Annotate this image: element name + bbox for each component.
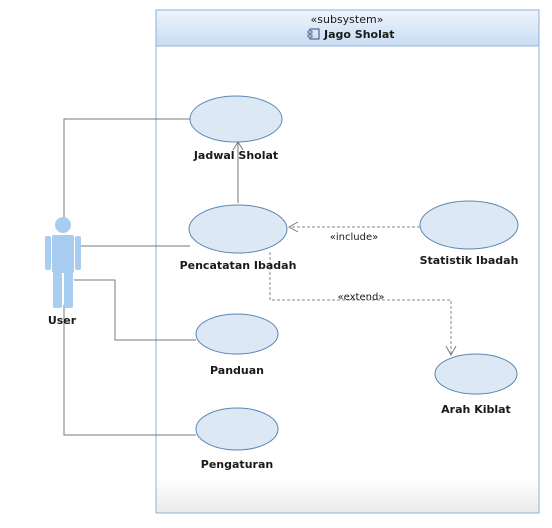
use-case-label: Pengaturan xyxy=(201,458,273,471)
actor-figure-icon xyxy=(45,217,81,308)
component-icon xyxy=(307,28,320,40)
subsystem-title: Jago Sholat xyxy=(323,28,395,41)
include-label: «include» xyxy=(330,232,378,243)
use-case-label: Jadwal Sholat xyxy=(193,149,278,162)
subsystem-stereotype: «subsystem» xyxy=(311,13,384,26)
use-case-pengaturan[interactable]: Pengaturan xyxy=(195,407,279,471)
association-panduan xyxy=(74,279,196,341)
use-case-panduan[interactable]: Panduan xyxy=(195,313,279,377)
include-relationship: «include» xyxy=(287,221,420,243)
use-case-label: Statistik Ibadah xyxy=(420,254,519,267)
association-jadwal xyxy=(63,118,191,232)
actor-user[interactable]: User xyxy=(45,217,81,327)
association-lines xyxy=(63,118,196,436)
use-case-label: Panduan xyxy=(210,364,264,377)
actor-name: User xyxy=(48,314,77,327)
use-case-label: Arah Kiblat xyxy=(441,403,511,416)
association-pengaturan xyxy=(63,305,196,436)
use-case-jadwal-sholat[interactable]: Jadwal Sholat xyxy=(189,95,283,162)
use-case-statistik-ibadah[interactable]: Statistik Ibadah xyxy=(419,200,519,267)
extend-label: «extend» xyxy=(338,292,385,303)
extend-relationship: «extend» xyxy=(269,252,457,357)
use-case-label: Pencatatan Ibadah xyxy=(180,259,297,272)
use-case-pencatatan-ibadah[interactable]: Pencatatan Ibadah xyxy=(180,204,297,272)
use-case-arah-kiblat[interactable]: Arah Kiblat xyxy=(434,353,518,416)
